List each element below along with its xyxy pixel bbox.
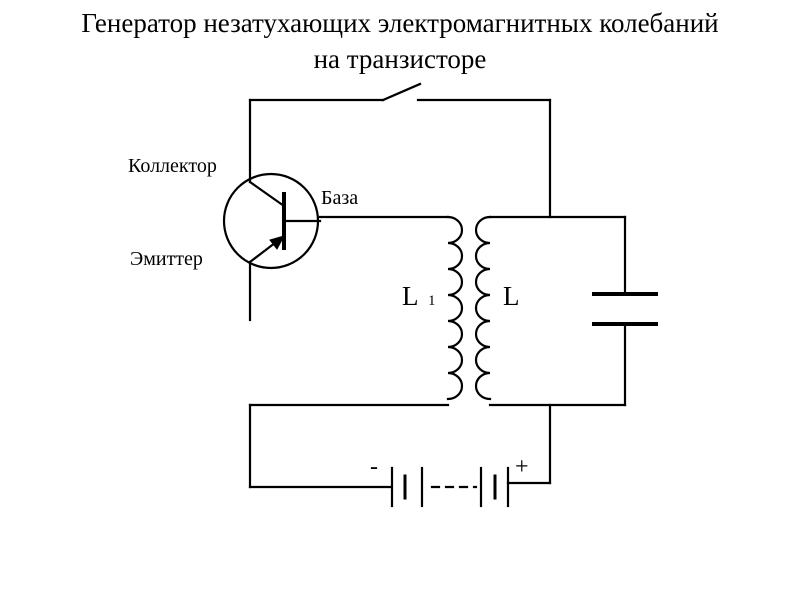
collector-label: Коллектор (128, 155, 217, 177)
coil-l-label: L (503, 281, 520, 311)
tank-wire (488, 215, 627, 485)
coil-l (474, 215, 492, 401)
emitter-label: Эмиттер (130, 248, 203, 270)
top-wire (248, 98, 552, 219)
coil-l1 (446, 215, 464, 401)
switch[interactable] (381, 82, 422, 102)
battery (390, 466, 510, 508)
coil-l1-label: L (402, 281, 419, 311)
emitter-arrow-icon (269, 235, 286, 250)
diagram-title-line-1: Генератор незатухающих электромагнитных … (81, 8, 719, 38)
battery-minus-label: - (370, 454, 378, 480)
transistor (222, 172, 322, 270)
base-label: База (321, 187, 358, 209)
coil-l1-subscript: 1 (428, 293, 436, 309)
capacitor (592, 292, 658, 326)
diagram-title-line-2: на транзисторе (313, 44, 487, 74)
battery-plus-label: + (515, 454, 529, 480)
